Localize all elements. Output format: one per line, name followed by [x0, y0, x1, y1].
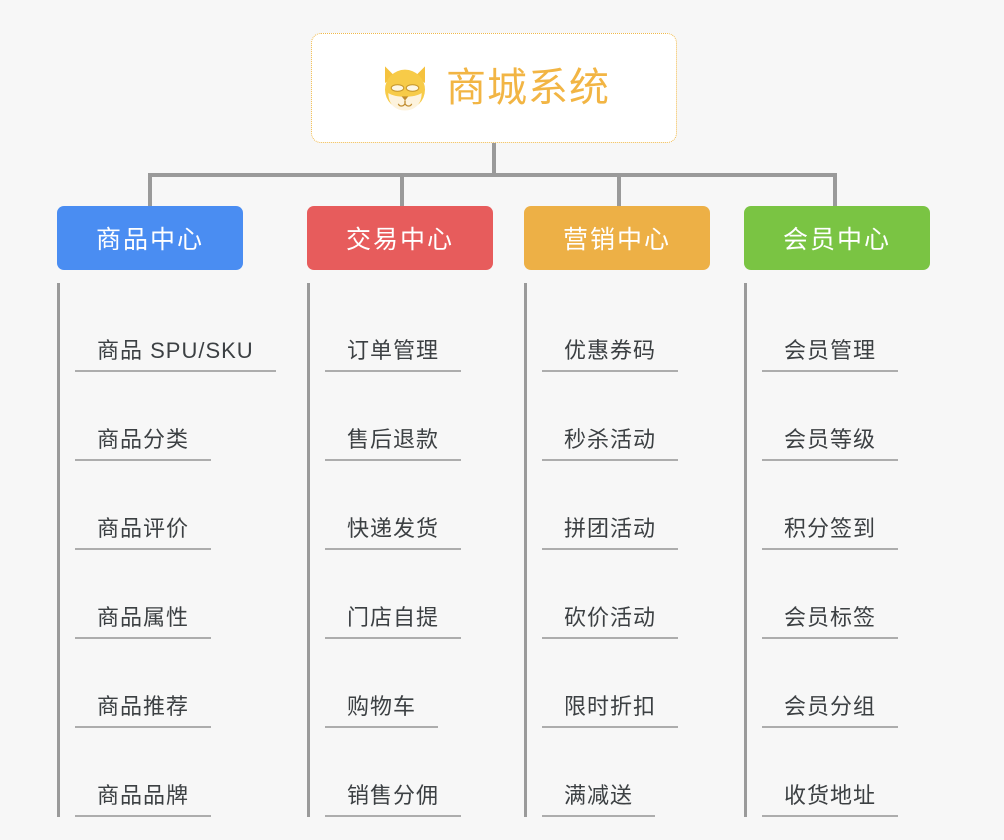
leaf-label: 限时折扣	[542, 694, 679, 728]
list-item[interactable]: 拼团活动	[542, 461, 724, 550]
leaf-label: 购物车	[325, 694, 439, 728]
list-item[interactable]: 商品 SPU/SKU	[75, 283, 277, 372]
list-item[interactable]: 商品推荐	[75, 639, 277, 728]
list-item[interactable]: 会员管理	[762, 283, 944, 372]
list-item[interactable]: 快递发货	[325, 461, 507, 550]
list-item[interactable]: 商品属性	[75, 550, 277, 639]
list-item[interactable]: 优惠券码	[542, 283, 724, 372]
connector-drop-2	[400, 173, 404, 206]
leaf-label: 会员管理	[762, 338, 899, 372]
leaf-label: 门店自提	[325, 605, 462, 639]
list-item[interactable]: 会员标签	[762, 550, 944, 639]
leaf-label: 收货地址	[762, 783, 899, 817]
list-item[interactable]: 订单管理	[325, 283, 507, 372]
leaf-label: 满减送	[542, 783, 656, 817]
list-item[interactable]: 门店自提	[325, 550, 507, 639]
connector-drop-1	[148, 173, 152, 206]
list-item[interactable]: 购物车	[325, 639, 507, 728]
category-header-label: 交易中心	[345, 226, 454, 254]
connector-drop-4	[833, 173, 837, 206]
category-header-label: 营销中心	[562, 226, 671, 254]
list-item[interactable]: 售后退款	[325, 372, 507, 461]
list-item[interactable]: 商品品牌	[75, 728, 277, 817]
category-column-member: 会员中心 会员管理 会员等级 积分签到 会员标签 会员分组 收货地址	[744, 206, 944, 817]
category-header-product[interactable]: 商品中心	[57, 206, 243, 270]
list-item[interactable]: 会员分组	[762, 639, 944, 728]
list-item[interactable]: 砍价活动	[542, 550, 724, 639]
list-item[interactable]: 满减送	[542, 728, 724, 817]
list-item[interactable]: 收货地址	[762, 728, 944, 817]
leaf-label: 砍价活动	[542, 605, 679, 639]
shiba-dog-icon	[385, 66, 425, 111]
leaf-list-marketing: 优惠券码 秒杀活动 拼团活动 砍价活动 限时折扣 满减送	[524, 283, 724, 817]
leaf-label: 商品推荐	[75, 694, 212, 728]
leaf-list-member: 会员管理 会员等级 积分签到 会员标签 会员分组 收货地址	[744, 283, 944, 817]
leaf-label: 积分签到	[762, 516, 899, 550]
root-title: 商城系统	[446, 66, 610, 110]
category-header-trade[interactable]: 交易中心	[307, 206, 493, 270]
leaf-label: 订单管理	[325, 338, 462, 372]
leaf-label: 会员分组	[762, 694, 899, 728]
leaf-label: 会员标签	[762, 605, 899, 639]
category-header-label: 会员中心	[782, 226, 891, 254]
connector-drop-3	[617, 173, 621, 206]
list-item[interactable]: 积分签到	[762, 461, 944, 550]
list-item[interactable]: 商品评价	[75, 461, 277, 550]
leaf-label: 优惠券码	[542, 338, 679, 372]
list-item[interactable]: 商品分类	[75, 372, 277, 461]
category-header-label: 商品中心	[95, 226, 204, 254]
root-node-mall-system[interactable]: 商城系统	[311, 33, 677, 143]
leaf-label: 销售分佣	[325, 783, 462, 817]
leaf-label: 快递发货	[325, 516, 462, 550]
leaf-label: 商品分类	[75, 427, 212, 461]
leaf-label: 商品属性	[75, 605, 212, 639]
leaf-list-trade: 订单管理 售后退款 快递发货 门店自提 购物车 销售分佣	[307, 283, 507, 817]
category-column-trade: 交易中心 订单管理 售后退款 快递发货 门店自提 购物车 销售分佣	[307, 206, 507, 817]
leaf-label: 秒杀活动	[542, 427, 679, 461]
leaf-label: 会员等级	[762, 427, 899, 461]
list-item[interactable]: 销售分佣	[325, 728, 507, 817]
list-item[interactable]: 会员等级	[762, 372, 944, 461]
list-item[interactable]: 秒杀活动	[542, 372, 724, 461]
category-header-marketing[interactable]: 营销中心	[524, 206, 710, 270]
category-column-marketing: 营销中心 优惠券码 秒杀活动 拼团活动 砍价活动 限时折扣 满减送	[524, 206, 724, 817]
leaf-label: 商品评价	[75, 516, 212, 550]
category-header-member[interactable]: 会员中心	[744, 206, 930, 270]
connector-stem	[492, 143, 496, 176]
category-column-product: 商品中心 商品 SPU/SKU 商品分类 商品评价 商品属性 商品推荐 商品品牌	[57, 206, 277, 817]
list-item[interactable]: 限时折扣	[542, 639, 724, 728]
leaf-label: 拼团活动	[542, 516, 679, 550]
connector-bus	[148, 173, 836, 177]
leaf-label: 售后退款	[325, 427, 462, 461]
leaf-label: 商品 SPU/SKU	[75, 338, 276, 372]
leaf-list-product: 商品 SPU/SKU 商品分类 商品评价 商品属性 商品推荐 商品品牌	[57, 283, 277, 817]
leaf-label: 商品品牌	[75, 783, 212, 817]
